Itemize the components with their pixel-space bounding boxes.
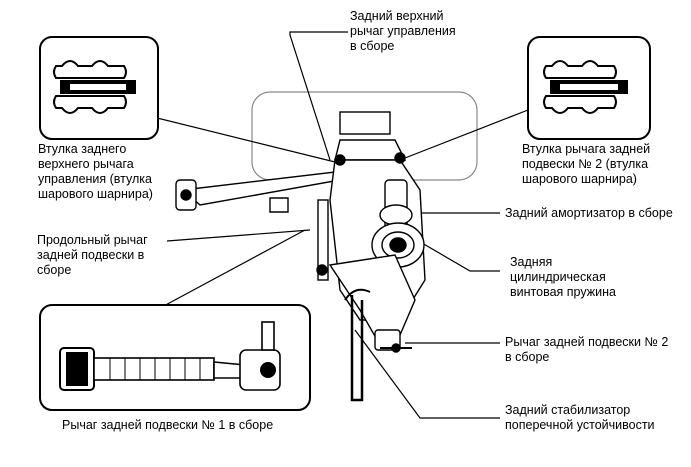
- label-trailing-arm: Продольный рычаг задней подвески в сборе: [37, 233, 148, 277]
- label-arm2: Рычаг задней подвески № 2 в сборе: [505, 335, 669, 364]
- leader-stabilizer: [354, 329, 500, 419]
- bushing-upper-detail: [39, 36, 159, 140]
- leader-bushing-upper: [144, 114, 336, 163]
- trailing-arm-shape: [181, 171, 342, 206]
- bushing-arm2-detail: [527, 36, 651, 140]
- stabilizer-bar: [350, 295, 364, 402]
- label-stabilizer: Задний стабилизатор поперечной устойчиво…: [505, 403, 655, 432]
- label-bushing-upper-arm: Втулка заднего верхнего рычага управлени…: [38, 142, 153, 201]
- leader-trailing: [166, 229, 311, 242]
- label-arm1: Рычаг задней подвески № 1 в сборе: [62, 418, 274, 432]
- label-upper-arm: Задний верхний рычаг управления в сборе: [350, 9, 456, 53]
- vertical-link: [317, 199, 329, 281]
- top-mount: [339, 111, 391, 135]
- leader-bushing-arm2: [404, 109, 529, 159]
- suspension-assembly: [175, 111, 426, 402]
- label-coil-spring: Задняя цилиндрическая винтовая пружина: [510, 255, 616, 299]
- leader-spring: [409, 235, 500, 272]
- leader-arm1: [159, 229, 306, 309]
- arm1-detail: [39, 304, 311, 411]
- label-shock-absorber: Задний амортизатор в сборе: [505, 206, 673, 220]
- leader-upper-arm: [289, 31, 348, 161]
- label-bushing-arm2: Втулка рычага задней подвески № 2 (втулк…: [522, 142, 651, 186]
